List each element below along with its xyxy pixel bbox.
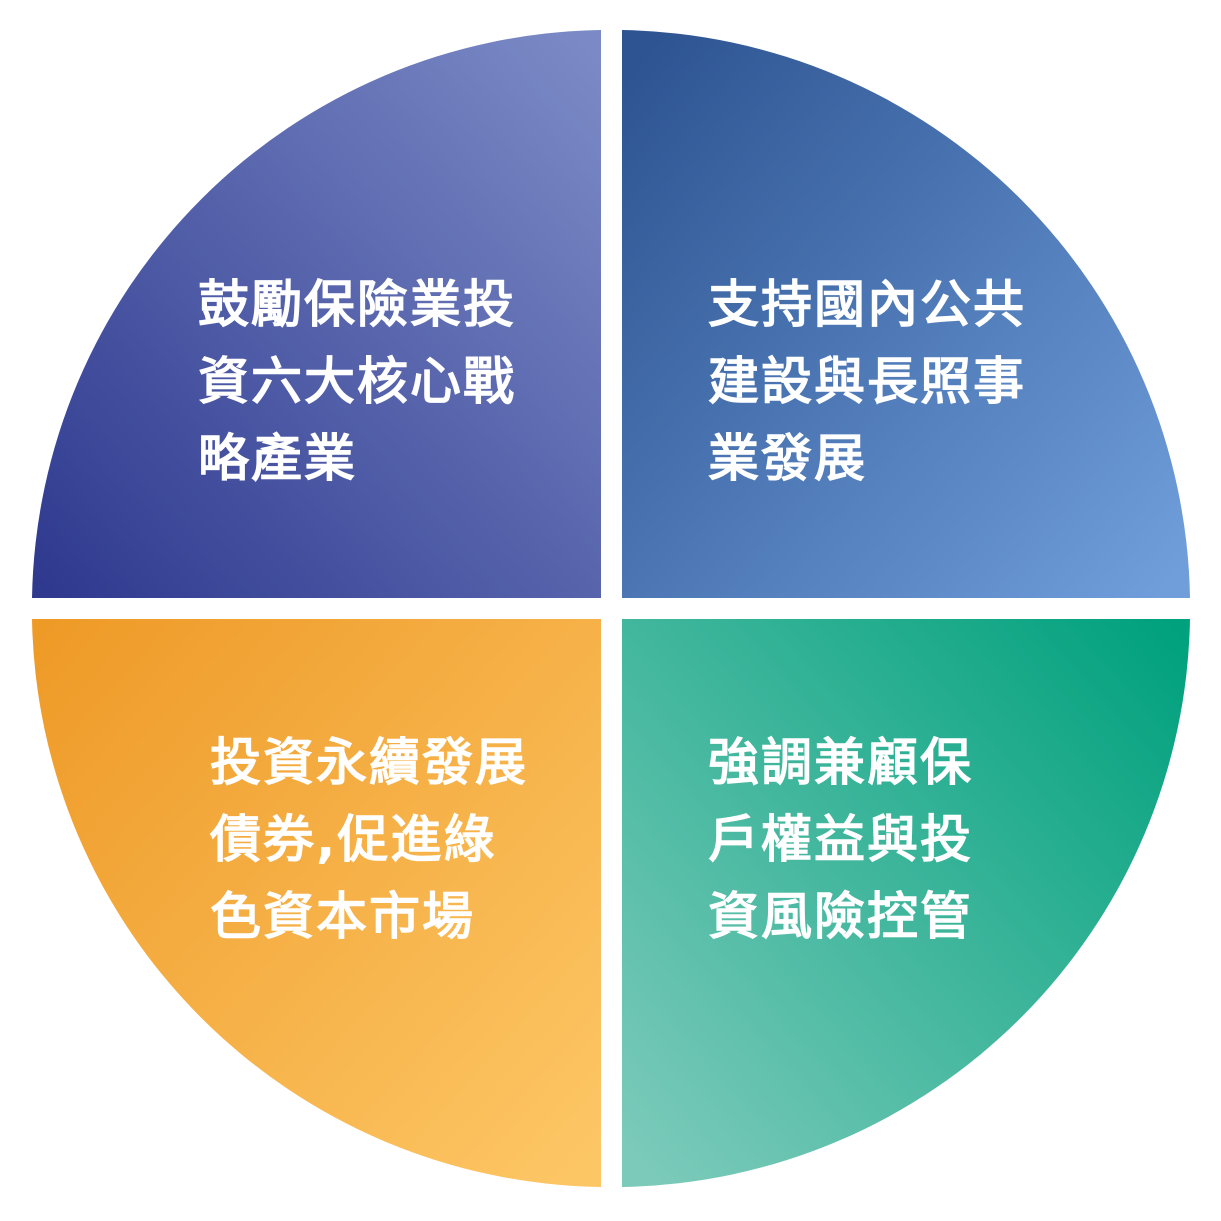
quadrant-top-right xyxy=(622,30,1190,598)
bl-line-2: 債券,促進綠 xyxy=(209,811,496,870)
bl-line-1: 投資永續發展 xyxy=(210,734,528,793)
quadrant-top-left xyxy=(32,30,601,598)
quadrant-bottom-left-text: 投資永續發展 債券,促進綠 色資本市場 xyxy=(209,734,528,947)
tr-line-1: 支持國內公共 xyxy=(708,276,1026,335)
br-line-3: 資風險控管 xyxy=(708,888,973,947)
tr-line-2: 建設與長照事 xyxy=(708,353,1026,412)
tr-line-3: 業發展 xyxy=(708,430,867,489)
tl-line-2: 資六大核心戰 xyxy=(198,353,516,412)
quadrant-bottom-right-text: 強調兼顧保 戶權益與投 資風險控管 xyxy=(708,734,973,947)
quadrant-top-right-text: 支持國內公共 建設與長照事 業發展 xyxy=(708,276,1026,489)
tl-line-3: 略產業 xyxy=(198,430,357,489)
quadrant-top-left-text: 鼓勵保險業投 資六大核心戰 略產業 xyxy=(198,276,516,489)
bl-line-3: 色資本市場 xyxy=(210,888,475,947)
br-line-1: 強調兼顧保 xyxy=(708,734,973,793)
quadrant-bottom-left xyxy=(32,619,601,1187)
tl-line-1: 鼓勵保險業投 xyxy=(198,276,516,335)
quadrant-bottom-right xyxy=(622,619,1190,1187)
br-line-2: 戶權益與投 xyxy=(708,811,973,870)
